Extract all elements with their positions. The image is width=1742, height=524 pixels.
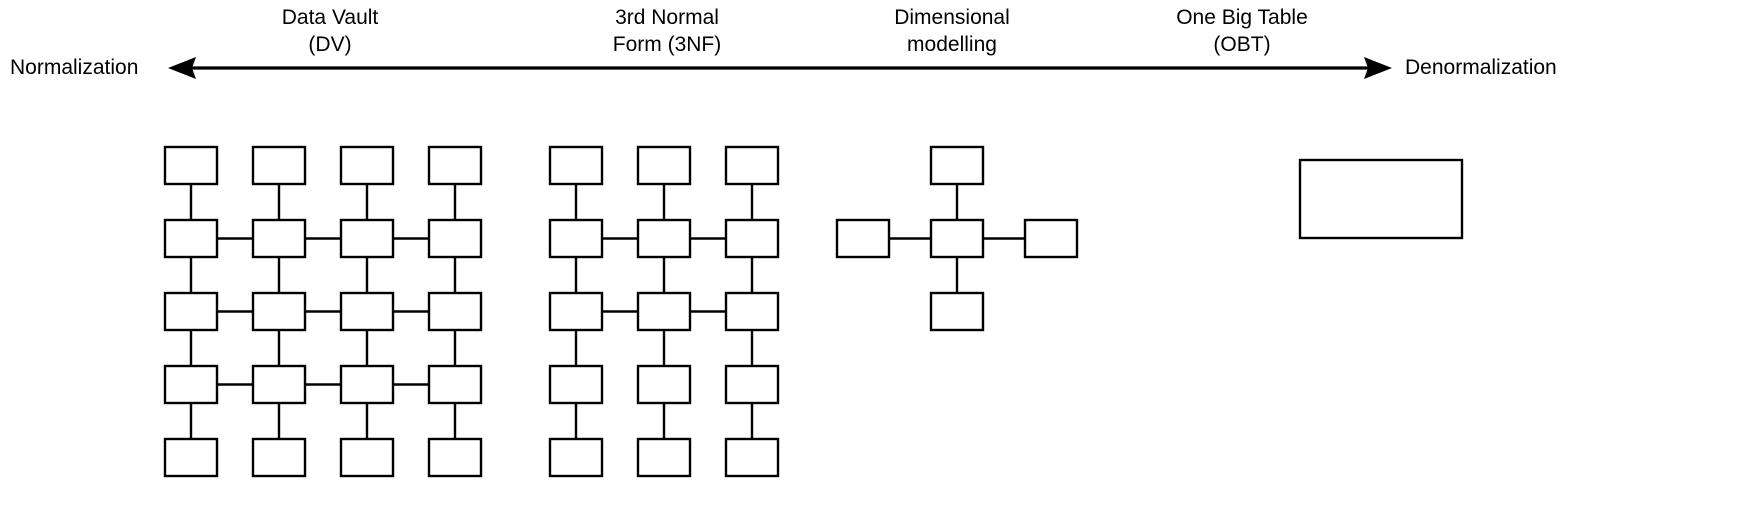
table-node-3nf[interactable] — [548, 145, 604, 186]
axis-label-normalization: Normalization — [10, 56, 139, 79]
column-header-data-vault-line1: Data Vault — [281, 6, 379, 29]
cluster-dimensional — [835, 145, 1079, 332]
table-node-dv[interactable] — [427, 145, 483, 186]
table-node-dv[interactable] — [163, 437, 219, 478]
table-node-dv[interactable] — [251, 218, 307, 259]
table-node-3nf[interactable] — [636, 145, 692, 186]
cluster-3nf — [548, 145, 780, 478]
arrow-head-right — [1364, 57, 1392, 79]
table-node-dv[interactable] — [339, 218, 395, 259]
table-node-dimension-top[interactable] — [929, 145, 985, 186]
table-node-dv[interactable] — [251, 437, 307, 478]
table-node-3nf[interactable] — [636, 291, 692, 332]
column-header-dimensional-line2: modelling — [907, 33, 997, 56]
table-node-3nf[interactable] — [548, 218, 604, 259]
table-node-3nf[interactable] — [548, 291, 604, 332]
table-node-dv[interactable] — [163, 364, 219, 405]
table-node-obt[interactable] — [1298, 158, 1464, 240]
column-header-data-vault-line2: (DV) — [308, 33, 352, 56]
table-node-dv[interactable] — [427, 364, 483, 405]
table-node-dv[interactable] — [339, 145, 395, 186]
table-node-dv[interactable] — [427, 291, 483, 332]
arrow-head-left — [168, 57, 196, 79]
table-node-dv[interactable] — [251, 145, 307, 186]
table-node-dimension-left[interactable] — [835, 218, 891, 259]
spectrum-axis — [168, 57, 1392, 79]
table-node-3nf[interactable] — [548, 437, 604, 478]
table-node-3nf[interactable] — [636, 437, 692, 478]
table-node-fact-center[interactable] — [929, 218, 985, 259]
table-node-3nf[interactable] — [636, 364, 692, 405]
table-node-dv[interactable] — [427, 218, 483, 259]
table-node-dv[interactable] — [163, 145, 219, 186]
table-node-3nf[interactable] — [548, 364, 604, 405]
column-header-3nf-line2: Form (3NF) — [612, 33, 722, 56]
table-node-dv[interactable] — [427, 437, 483, 478]
table-node-3nf[interactable] — [724, 291, 780, 332]
column-header-3nf-line1: 3rd Normal — [615, 6, 719, 29]
table-node-dv[interactable] — [163, 218, 219, 259]
column-header-obt-line2: (OBT) — [1213, 33, 1271, 56]
column-header-dimensional-line1: Dimensional — [894, 6, 1010, 29]
table-node-dv[interactable] — [339, 291, 395, 332]
table-node-3nf[interactable] — [724, 437, 780, 478]
cluster-data-vault — [163, 145, 483, 478]
column-header-obt-line1: One Big Table — [1176, 6, 1308, 29]
table-node-3nf[interactable] — [724, 218, 780, 259]
table-node-3nf[interactable] — [724, 364, 780, 405]
cluster-one-big-table — [1298, 158, 1464, 240]
table-node-dv[interactable] — [339, 437, 395, 478]
table-node-dv[interactable] — [163, 291, 219, 332]
table-node-dv[interactable] — [251, 291, 307, 332]
table-node-3nf[interactable] — [724, 145, 780, 186]
table-node-3nf[interactable] — [636, 218, 692, 259]
table-node-dv[interactable] — [251, 364, 307, 405]
table-node-dimension-right[interactable] — [1023, 218, 1079, 259]
table-node-dv[interactable] — [339, 364, 395, 405]
axis-label-denormalization: Denormalization — [1405, 56, 1557, 79]
table-node-dimension-bottom[interactable] — [929, 291, 985, 332]
